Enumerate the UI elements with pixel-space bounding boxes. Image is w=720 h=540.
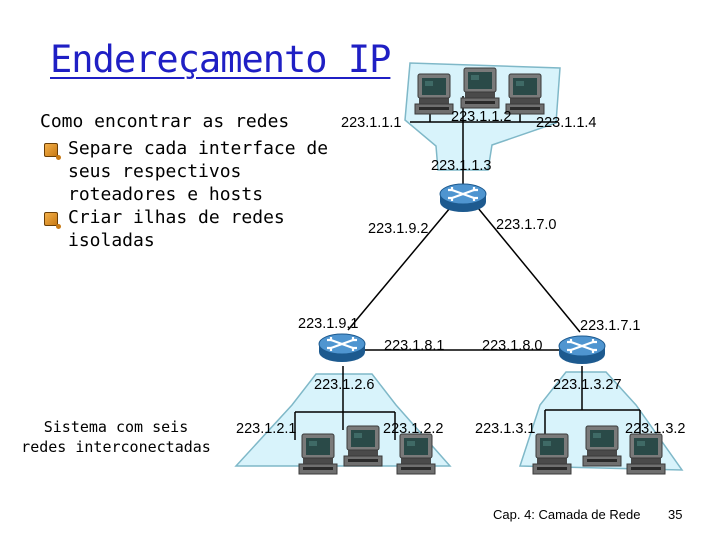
ip-label: 223.1.1.2 <box>451 109 511 125</box>
computer-icon <box>582 425 622 467</box>
page-title: Endereçamento IP <box>50 38 391 81</box>
ip-label: 223.1.9.1 <box>298 316 358 332</box>
router-icon <box>438 182 488 214</box>
side-caption: Sistema com seis redes interconectadas <box>21 418 211 456</box>
bullet-icon <box>44 212 61 229</box>
ip-label: 223.1.8.1 <box>384 338 444 354</box>
computer-icon <box>396 433 436 475</box>
bullet-list: Separe cada interface de seus respectivo… <box>44 137 338 252</box>
ip-label: 223.1.7.0 <box>496 217 556 233</box>
router-icon <box>317 332 367 364</box>
bullet-text: Separe cada interface de seus respectivo… <box>68 138 329 205</box>
computer-icon <box>343 425 383 467</box>
ip-label: 223.1.8.0 <box>482 338 542 354</box>
computer-icon <box>505 73 545 115</box>
router-icon <box>557 334 607 366</box>
ip-label: 223.1.3.27 <box>553 377 622 393</box>
bullet-icon <box>44 143 61 160</box>
bullet-item: Separe cada interface de seus respectivo… <box>44 137 338 206</box>
ip-label: 223.1.1.1 <box>341 115 401 131</box>
bullet-text: Criar ilhas de redes isoladas <box>68 207 285 251</box>
computer-icon <box>298 433 338 475</box>
lead-text: Como encontrar as redes <box>40 111 290 132</box>
page-number: 35 <box>668 507 683 522</box>
ip-label: 223.1.2.1 <box>236 421 296 437</box>
computer-icon <box>414 73 454 115</box>
footer-chapter: Cap. 4: Camada de Rede <box>493 507 641 522</box>
bullet-item: Criar ilhas de redes isoladas <box>44 206 338 252</box>
ip-label: 223.1.2.6 <box>314 377 374 393</box>
computer-icon <box>626 433 666 475</box>
ip-label: 223.1.1.4 <box>536 115 596 131</box>
ip-label: 223.1.7.1 <box>580 318 640 334</box>
ip-label: 223.1.3.1 <box>475 421 535 437</box>
computer-icon <box>532 433 572 475</box>
ip-label: 223.1.1.3 <box>431 158 491 174</box>
ip-label: 223.1.2.2 <box>383 421 443 437</box>
ip-label: 223.1.9.2 <box>368 221 428 237</box>
ip-label: 223.1.3.2 <box>625 421 685 437</box>
computer-icon <box>460 67 500 109</box>
